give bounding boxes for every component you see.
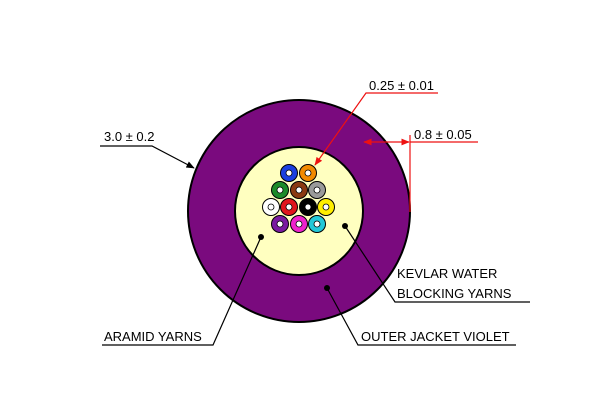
fiber-diameter-label: 0.25 ± 0.01 [369,78,434,93]
fiber-core [304,203,312,211]
kevlar-label-line1: KEVLAR WATER [397,266,498,281]
fiber-core [276,186,284,194]
outer-diameter-leader [100,145,195,169]
fiber-core [285,169,293,177]
aramid-label: ARAMID YARNS [104,329,202,344]
kevlar-leader [344,225,530,303]
aramid-leader [102,236,262,346]
fiber-core [313,186,321,194]
jacket-thickness-label: 0.8 ± 0.05 [414,127,472,142]
kevlar-label-line2: BLOCKING YARNS [397,286,512,301]
fiber-core [322,203,330,211]
outer-jacket-label: OUTER JACKET VIOLET [361,329,510,344]
kevlar-yarn-area [234,146,364,276]
fiber-core [285,203,293,211]
fiber-core [313,220,321,228]
fiber-core [267,203,275,211]
fiber-core [295,220,303,228]
fiber-diameter-leader [314,92,438,166]
fiber-bundle [262,164,335,233]
fiber-core [304,169,312,177]
fiber-core [295,186,303,194]
fiber-core [276,220,284,228]
outer-diameter-label: 3.0 ± 0.2 [104,129,155,144]
outer-jacket-leader [326,287,516,346]
